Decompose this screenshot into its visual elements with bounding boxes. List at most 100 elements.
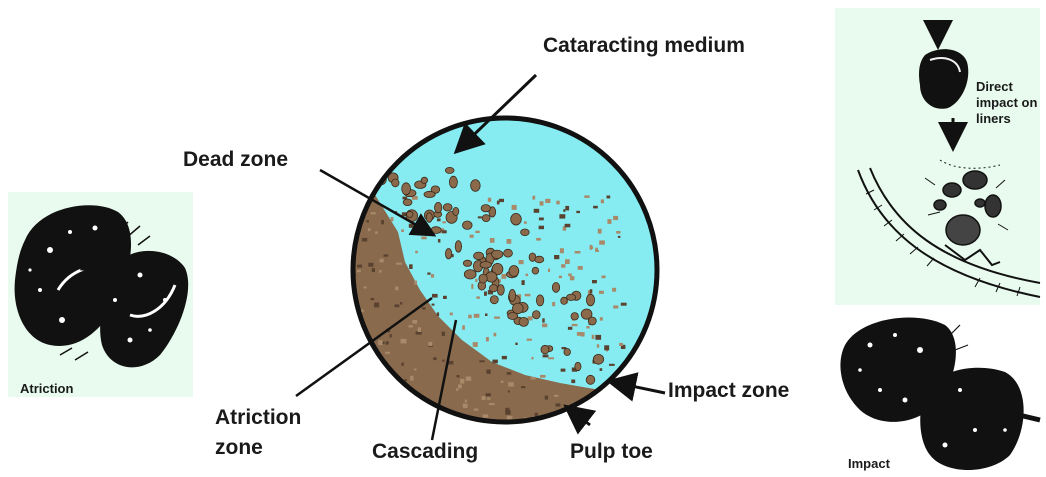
charge-speck: [507, 372, 512, 375]
charge-speck: [473, 342, 478, 347]
charge-speck: [357, 265, 362, 268]
charge-speck: [502, 356, 507, 359]
charge-speck: [475, 279, 477, 282]
charge-speck: [572, 324, 578, 326]
charge-speck: [364, 286, 367, 288]
charge-speck: [470, 235, 474, 238]
charge-speck: [536, 238, 541, 241]
charge-speck: [401, 339, 407, 344]
charge-speck: [490, 238, 495, 243]
charge-speck: [380, 395, 385, 398]
rock: [588, 317, 596, 325]
charge-speck: [501, 381, 504, 384]
charge-speck: [400, 302, 402, 305]
charge-speck: [540, 375, 546, 378]
charge-speck: [362, 238, 367, 242]
charge-speck: [351, 422, 354, 427]
charge-speck: [519, 260, 524, 264]
charge-speck: [524, 221, 527, 223]
rock: [445, 167, 454, 173]
charge-speck: [474, 409, 479, 411]
rock: [424, 191, 435, 197]
impact-zone-label: Impact zone: [668, 379, 789, 403]
charge-speck: [384, 254, 389, 256]
charge-speck: [597, 344, 599, 347]
charge-speck: [562, 419, 565, 421]
rock: [532, 267, 539, 274]
charge-speck: [603, 414, 605, 417]
rock: [486, 272, 497, 282]
charge-speck: [371, 298, 375, 300]
impact-zone-leader: [612, 382, 665, 393]
charge-speck: [492, 360, 498, 364]
charge-speck: [409, 264, 413, 269]
charge-speck: [482, 396, 486, 400]
rock: [509, 289, 516, 301]
charge-speck: [576, 211, 580, 213]
charge-speck: [438, 239, 441, 243]
charge-speck: [432, 294, 438, 298]
rock: [480, 262, 491, 269]
charge-speck: [568, 274, 572, 277]
charge-speck: [508, 382, 514, 386]
charge-speck: [570, 276, 575, 280]
rock: [552, 283, 559, 293]
charge-speck: [368, 263, 373, 267]
charge-speck: [471, 284, 473, 289]
rock: [392, 179, 399, 187]
rock: [435, 202, 442, 212]
direct-impact-label-line2: impact on: [976, 95, 1037, 110]
charge-speck: [592, 280, 597, 283]
charge-speck: [374, 303, 379, 308]
charge-speck: [412, 320, 417, 324]
charge-speck: [548, 269, 550, 273]
cascading-label: Cascading: [372, 440, 478, 464]
charge-speck: [561, 264, 565, 268]
charge-speck: [609, 364, 615, 366]
pulp-toe-leader: [568, 408, 590, 425]
charge-speck: [380, 259, 384, 263]
charge-speck: [527, 339, 532, 341]
charge-speck: [601, 199, 604, 203]
charge-speck: [378, 340, 382, 345]
charge-speck: [531, 377, 536, 379]
charge-speck: [602, 276, 606, 279]
charge-speck: [543, 355, 549, 358]
charge-speck: [421, 237, 426, 240]
charge-speck: [599, 291, 604, 294]
rock: [490, 296, 498, 304]
charge-speck: [556, 403, 561, 406]
charge-speck: [353, 363, 356, 365]
charge-speck: [390, 334, 392, 338]
charge-speck: [396, 263, 402, 265]
charge-speck: [599, 240, 605, 244]
charge-speck: [442, 360, 444, 362]
charge-speck: [526, 274, 529, 276]
charge-speck: [442, 221, 446, 223]
charge-speck: [563, 209, 565, 212]
charge-speck: [427, 273, 430, 275]
charge-speck: [515, 343, 517, 345]
charge-speck: [442, 332, 445, 336]
charge-speck: [368, 405, 374, 408]
atriction-inset-label: Atriction: [20, 381, 73, 396]
rock: [479, 274, 487, 283]
charge-speck: [604, 345, 609, 350]
charge-speck: [568, 327, 572, 330]
charge-speck: [607, 418, 611, 421]
charge-speck: [458, 384, 462, 388]
rock: [521, 229, 530, 236]
charge-speck: [475, 231, 479, 233]
charge-speck: [401, 363, 403, 366]
charge-speck: [507, 239, 512, 244]
rock: [402, 183, 411, 195]
charge-speck: [565, 206, 569, 211]
charge-speck: [398, 410, 403, 413]
impact-inset-label: Impact: [848, 456, 890, 471]
charge-speck: [494, 317, 500, 319]
charge-speck: [401, 411, 405, 415]
charge-speck: [598, 229, 602, 234]
rock: [504, 249, 513, 257]
charge-speck: [540, 201, 544, 205]
charge-speck: [432, 304, 435, 306]
